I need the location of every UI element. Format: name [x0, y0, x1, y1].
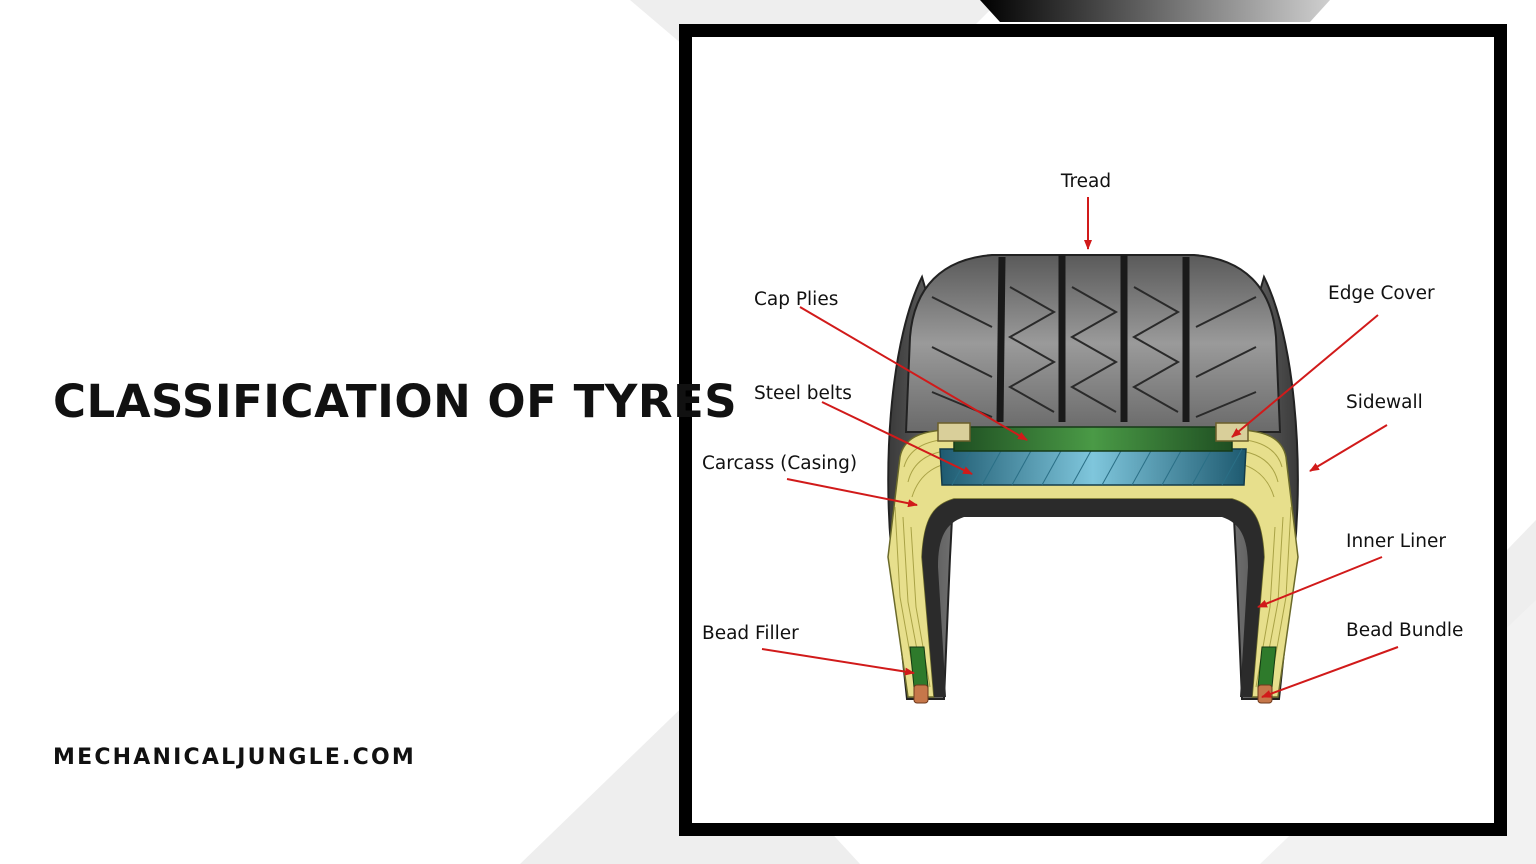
arrow-carcass — [786, 478, 918, 508]
label-inner-liner: Inner Liner — [1346, 531, 1446, 552]
steel-belt-layer — [939, 448, 1247, 486]
label-steel-belts: Steel belts — [754, 383, 852, 404]
tyre-illustration — [887, 254, 1299, 704]
callout-arrows — [761, 197, 1399, 698]
tread-pattern — [931, 286, 1257, 418]
label-cap-plies: Cap Plies — [754, 289, 838, 310]
cap-plies-layer — [953, 426, 1233, 452]
tyre-cross-section-diagram: Tread Cap Plies Edge Cover Steel belts S… — [702, 171, 1463, 704]
label-sidewall: Sidewall — [1346, 392, 1423, 413]
arrow-bead-bundle — [1261, 646, 1399, 698]
label-edge-cover: Edge Cover — [1328, 283, 1435, 304]
arrow-inner-liner — [1257, 556, 1383, 608]
label-bead-bundle: Bead Bundle — [1346, 620, 1463, 641]
arrow-bead-filler — [761, 648, 915, 676]
inner-liner — [922, 499, 1264, 697]
website-label: MECHANICALJUNGLE.COM — [53, 745, 416, 770]
arrow-edge-cover — [1231, 314, 1379, 438]
edge-cover-right — [1215, 422, 1249, 442]
diagram-labels: Tread Cap Plies Edge Cover Steel belts S… — [702, 171, 1463, 644]
arrow-sidewall — [1309, 424, 1388, 472]
edge-cover-left — [937, 422, 971, 442]
label-carcass: Carcass (Casing) — [702, 453, 857, 474]
arrow-cap-plies — [799, 306, 1028, 441]
background-shape-top-bar — [980, 0, 1330, 22]
label-tread: Tread — [1060, 171, 1111, 192]
label-bead-filler: Bead Filler — [702, 623, 799, 644]
tread-grooves — [996, 255, 1190, 423]
steel-belt-hatching — [951, 448, 1243, 486]
bead-bundle-left — [913, 684, 929, 704]
arrow-steel-belts — [821, 401, 973, 475]
page-title: CLASSIFICATION OF TYRES — [53, 375, 738, 428]
diagram-frame: Tread Cap Plies Edge Cover Steel belts S… — [679, 24, 1507, 836]
